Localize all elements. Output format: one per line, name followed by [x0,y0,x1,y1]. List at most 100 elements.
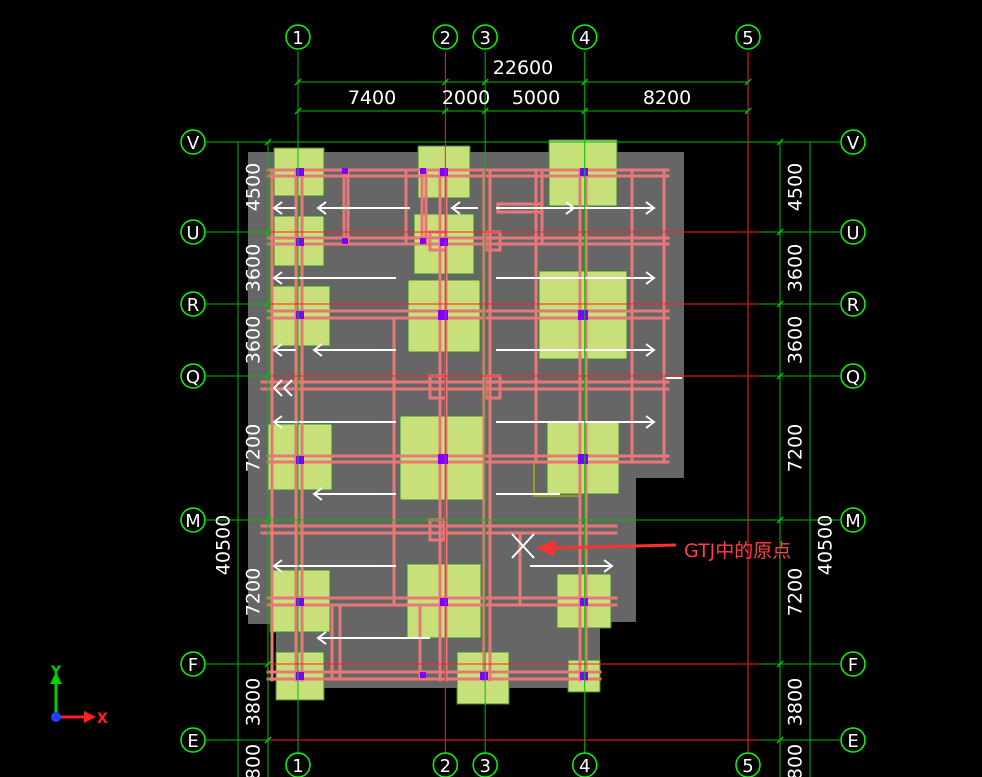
dimension-segment-dims_left: 7200 [243,424,265,472]
axis-bubble-label: 5 [742,756,753,777]
axis-bubble-label: M [845,511,861,532]
span-arrow[interactable] [272,379,293,397]
column[interactable] [420,672,426,678]
span-arrow[interactable] [316,201,410,215]
column[interactable] [578,310,588,320]
axis-bubble-label: F [188,655,198,676]
axis-bubble-label: 5 [742,28,753,49]
column-layer [296,168,588,680]
axis-bubble-label: 1 [292,28,303,49]
dimension-tick [264,300,272,308]
span-arrow[interactable] [272,271,396,285]
slab-arrow-layer [272,201,682,645]
column[interactable] [438,310,448,320]
span-arrow[interactable] [496,271,656,285]
span-arrow[interactable] [312,487,396,501]
span-arrow[interactable] [312,343,396,357]
axis-bubble-M [840,507,866,533]
dimension-segment-dims_right: 3800 [785,678,807,726]
span-arrow[interactable] [272,415,396,429]
axis-bubble-label: 3 [479,756,490,777]
column[interactable] [440,168,448,176]
axis-bubble-2 [432,24,459,50]
origin-label: GTJ中的原点 [684,540,791,562]
column[interactable] [342,168,348,174]
axis-bubble-F [840,651,866,677]
outlined-region [533,462,580,497]
axis-bubble-R [840,291,866,317]
axis-bubble-label: U [186,223,199,244]
axis-bubble-label: 2 [440,756,451,777]
axis-bubble-5 [735,752,761,777]
span-arrow[interactable] [316,631,430,645]
span-arrow[interactable] [450,201,478,215]
dimension-tick [581,107,589,115]
column[interactable] [296,168,304,176]
column[interactable] [438,454,448,464]
dimension-segment-dims_right: 7200 [785,568,807,616]
axis-bubble-label: Q [846,367,860,388]
axis-bubble-label: E [847,731,858,752]
beam-layer [260,168,670,682]
dimension-segment-partial-dims_right: 800 [785,744,807,777]
column[interactable] [296,238,304,246]
ucs-y-label: Y [50,664,62,680]
column[interactable] [296,672,304,680]
dimension-tick [744,107,752,115]
axis-bubble-U [840,219,866,245]
column[interactable] [420,238,426,244]
column[interactable] [580,168,588,176]
axis-bubble-2 [432,752,459,777]
callout-arrowhead [536,540,556,556]
axis-bubble-label: E [187,731,198,752]
axis-bubble-R [180,291,206,317]
dimension-tick [776,300,784,308]
column[interactable] [296,598,304,606]
axis-bubble-label: 4 [579,756,590,777]
dimension-segment-dims_left: 7200 [243,568,265,616]
column[interactable] [342,238,348,244]
dimension-tick [294,107,302,115]
column[interactable] [580,598,588,606]
axis-bubble-label: 2 [440,28,451,49]
axis-bubble-label: V [847,133,860,154]
span-arrow[interactable] [272,343,296,357]
dimension-tick [776,138,784,146]
axis-bubble-label: R [187,295,200,316]
axis-bubble-label: Q [186,367,200,388]
dimension-segment-top: 7400 [348,87,396,109]
span-arrow[interactable] [496,201,656,215]
span-arrow[interactable] [272,559,396,573]
span-arrow[interactable] [272,201,296,215]
span-arrow[interactable] [496,343,656,357]
axis-bubble-label: U [846,223,859,244]
dimension-total-dims_right: 40500 [815,515,837,575]
column[interactable] [296,456,304,464]
column[interactable] [440,238,448,246]
column[interactable] [420,168,426,174]
axis-bubble-1 [285,24,311,50]
dimension-tick [264,736,272,744]
column[interactable] [480,672,488,680]
column[interactable] [296,311,304,319]
axis-bubble-label: 3 [479,28,490,49]
dimension-tick [776,660,784,668]
dimension-tick [481,107,489,115]
dimension-tick [264,660,272,668]
axis-bubble-Q [840,363,866,389]
origin-marker[interactable] [511,533,535,559]
dimension-segment-dims_left: 4500 [243,163,265,211]
column[interactable] [440,598,448,606]
ucs-x-label: X [97,711,108,727]
axis-bubble-1 [285,752,311,777]
span-arrow[interactable] [530,559,614,573]
dimension-segment-dims_left: 3600 [243,244,265,292]
column[interactable] [578,454,588,464]
span-arrow[interactable] [496,415,656,429]
column[interactable] [580,672,588,680]
axis-bubble-4 [571,24,598,50]
axis-bubble-Q [180,363,206,389]
axis-bubble-label: 4 [579,28,590,49]
